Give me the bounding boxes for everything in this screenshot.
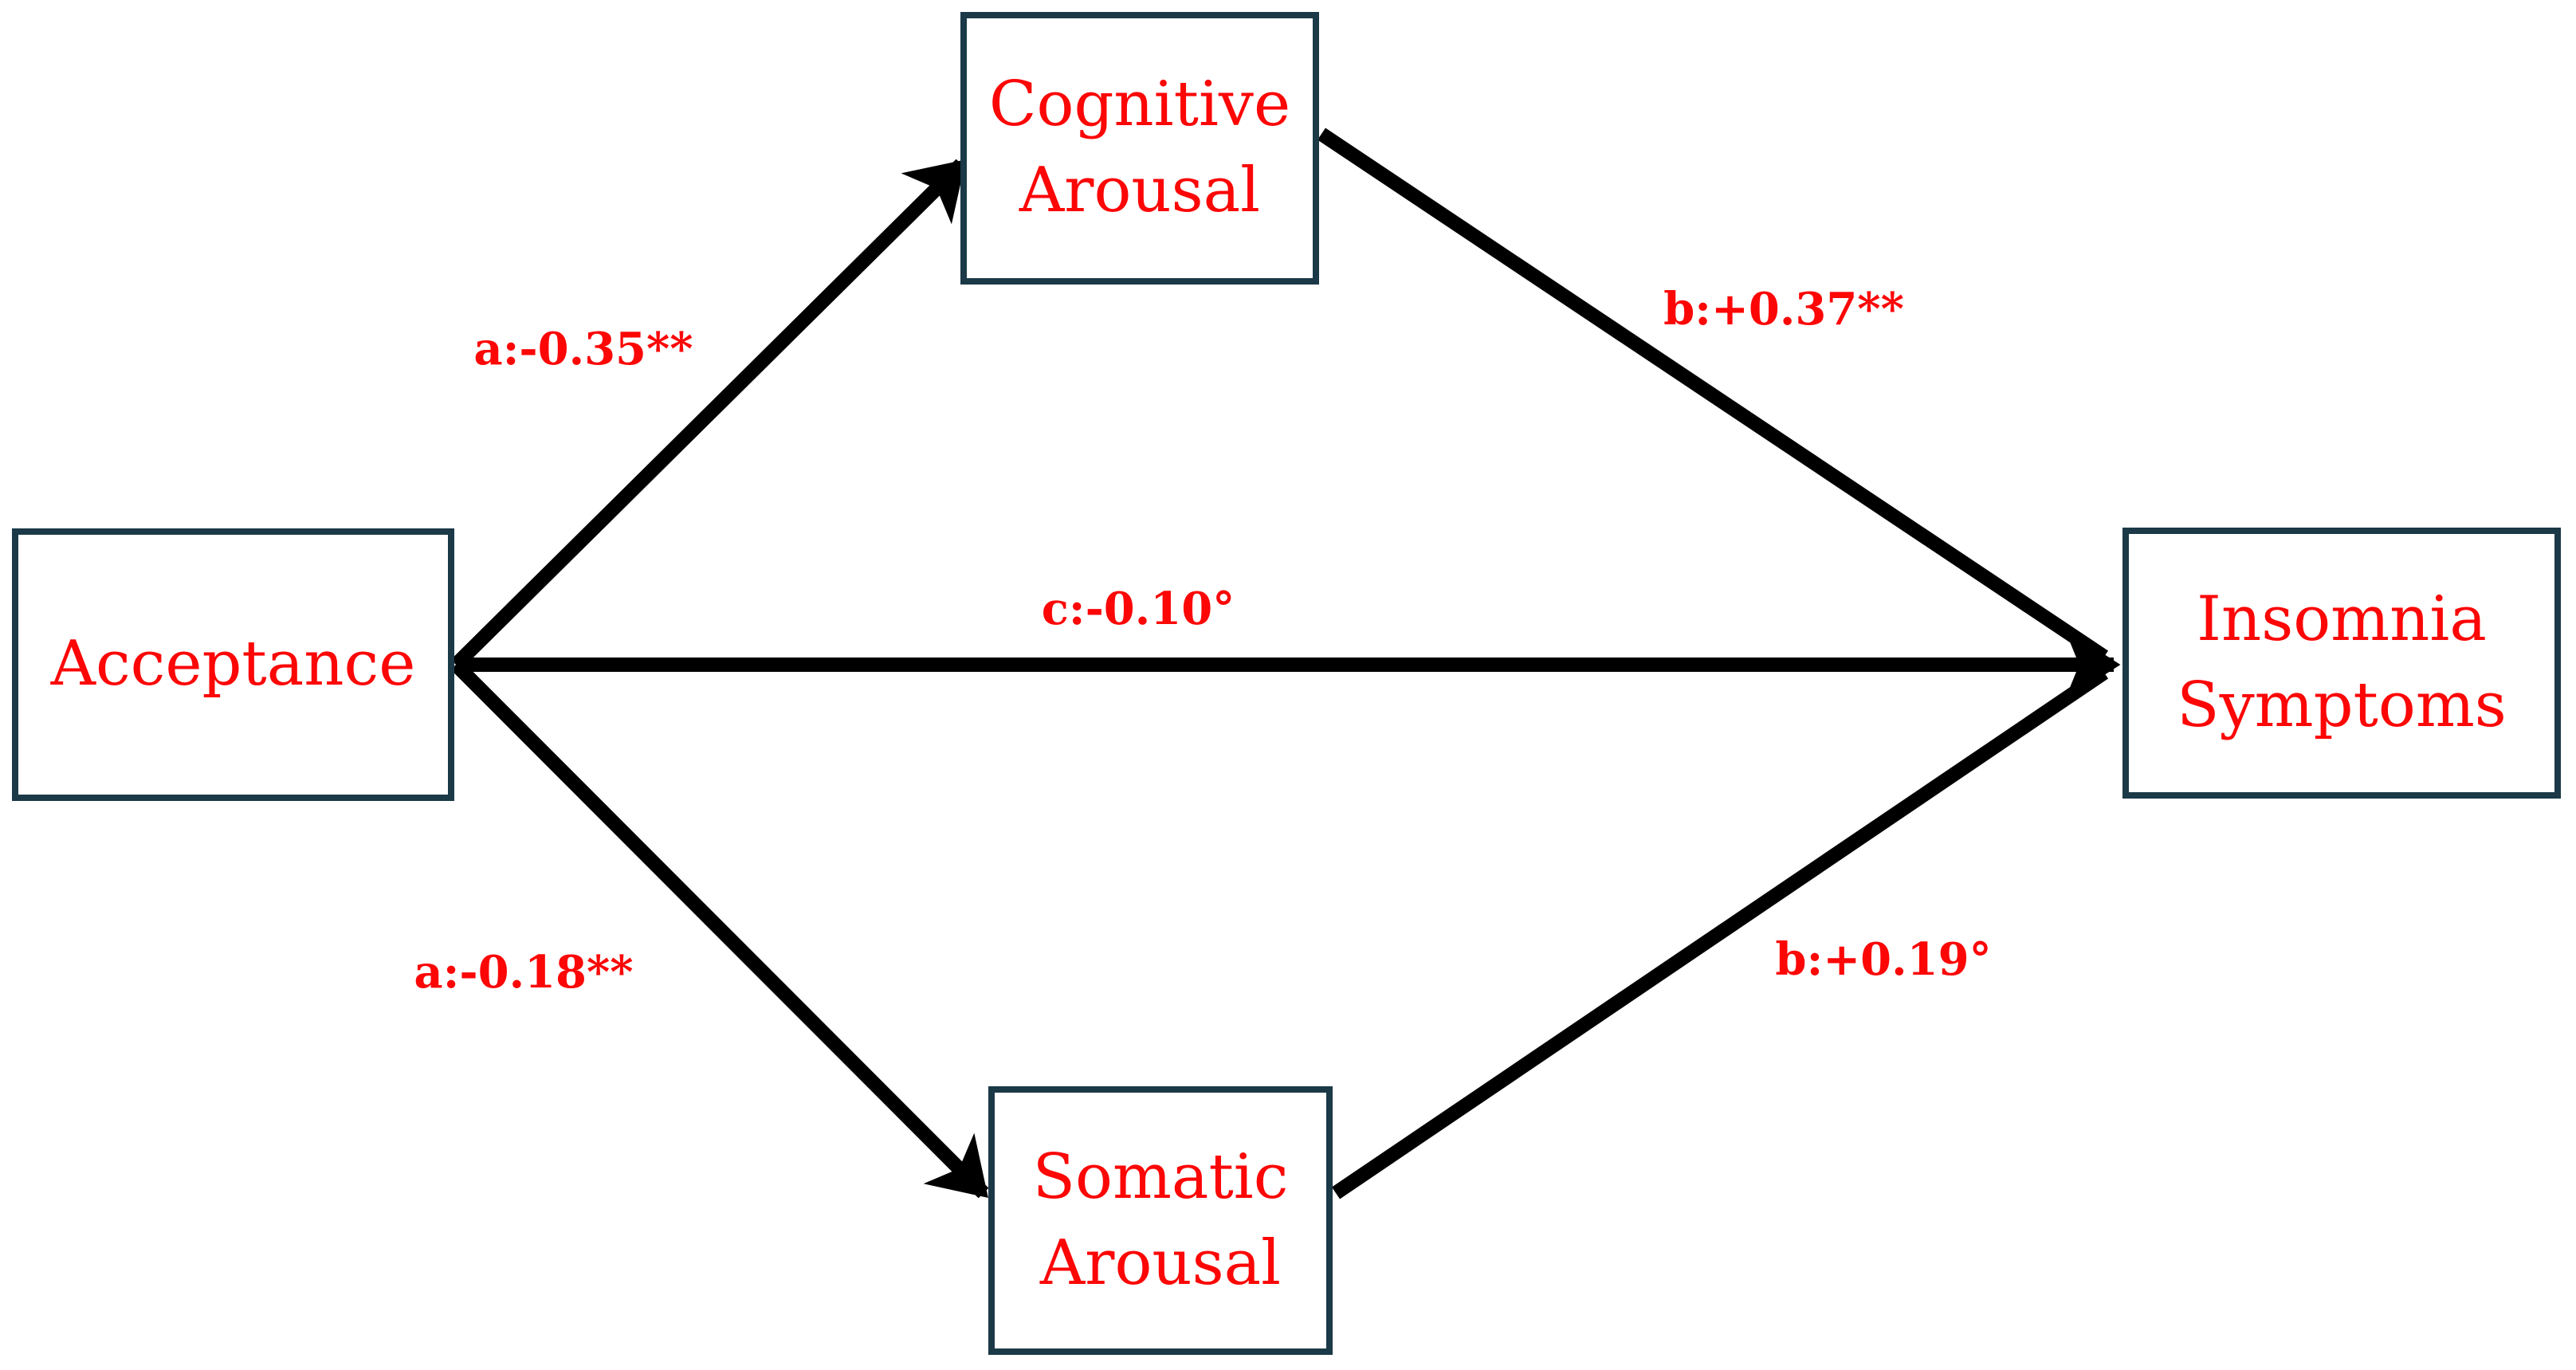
path-label-b2: b:+0.19° bbox=[1775, 933, 1992, 986]
node-cognitive-arousal-label: Cognitive Arousal bbox=[988, 69, 1291, 226]
arrow-path-a2 bbox=[450, 659, 989, 1199]
node-insomnia-symptoms: Insomnia Symptoms bbox=[2122, 528, 2561, 799]
node-acceptance: Acceptance bbox=[12, 528, 454, 801]
node-somatic-arousal-label: Somatic Arousal bbox=[1032, 1140, 1289, 1299]
path-label-a1: a:-0.35** bbox=[473, 323, 693, 375]
node-somatic-arousal: Somatic Arousal bbox=[988, 1086, 1333, 1355]
node-cognitive-arousal: Cognitive Arousal bbox=[960, 12, 1319, 285]
path-label-c: c:-0.10° bbox=[1041, 583, 1235, 635]
path-label-a2: a:-0.18** bbox=[414, 946, 634, 999]
node-acceptance-label: Acceptance bbox=[50, 628, 416, 701]
arrow-path-b2 bbox=[1331, 666, 2109, 1199]
arrow-path-a1 bbox=[450, 159, 967, 670]
path-label-b1: b:+0.37** bbox=[1663, 283, 1904, 336]
node-insomnia-symptoms-label: Insomnia Symptoms bbox=[2177, 583, 2507, 741]
arrow-path-b1 bbox=[1317, 128, 2108, 663]
